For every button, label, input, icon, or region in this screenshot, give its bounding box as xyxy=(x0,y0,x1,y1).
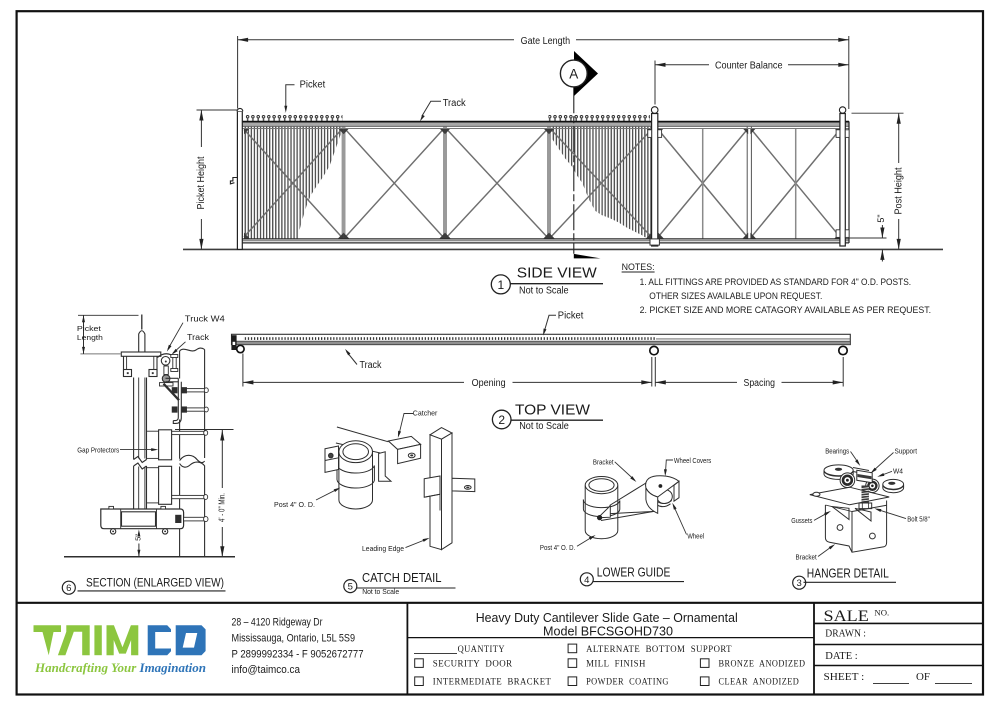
svg-text:MILL FINISH: MILL FINISH xyxy=(586,659,646,670)
svg-text:1. ALL FITTINGS ARE PROVIDED A: 1. ALL FITTINGS ARE PROVIDED AS STANDARD… xyxy=(640,277,912,288)
svg-text:Opening: Opening xyxy=(472,378,506,389)
svg-text:Gate Length: Gate Length xyxy=(521,36,571,47)
svg-text:Picket Height: Picket Height xyxy=(196,156,207,209)
svg-text:HANGER DETAIL: HANGER DETAIL xyxy=(807,566,889,581)
svg-text:Post Height: Post Height xyxy=(893,167,904,214)
svg-text:Track: Track xyxy=(360,360,383,371)
svg-text:Post 4" O. D.: Post 4" O. D. xyxy=(540,543,575,552)
svg-text:Catcher: Catcher xyxy=(413,409,438,418)
svg-text:Truck W4: Truck W4 xyxy=(185,314,226,323)
svg-text:Picket: Picket xyxy=(558,311,584,322)
svg-text:Picket: Picket xyxy=(77,324,102,333)
svg-text:Wheel: Wheel xyxy=(687,532,704,541)
svg-text:Track: Track xyxy=(443,98,467,109)
svg-text:Gussets: Gussets xyxy=(791,516,813,525)
svg-text:SALE: SALE xyxy=(824,608,869,625)
svg-text:W4: W4 xyxy=(893,466,903,475)
svg-text:Leading Edge: Leading Edge xyxy=(362,544,404,553)
svg-text:2: 2 xyxy=(498,413,505,427)
svg-text:4' - 0" Min.: 4' - 0" Min. xyxy=(217,493,226,522)
svg-text:OTHER SIZES AVAILABLE UPON REQ: OTHER SIZES AVAILABLE UPON REQUEST. xyxy=(649,291,822,302)
svg-text:QUANTITY: QUANTITY xyxy=(458,644,505,655)
svg-text:DATE :: DATE : xyxy=(825,651,857,662)
svg-text:Support: Support xyxy=(895,447,918,456)
svg-text:2. PICKET SIZE AND MORE CATAGO: 2. PICKET SIZE AND MORE CATAGORY AVAILAB… xyxy=(640,305,932,316)
svg-text:5": 5" xyxy=(876,214,886,222)
svg-text:Post 4" O. D.: Post 4" O. D. xyxy=(274,500,315,509)
svg-text:NO.: NO. xyxy=(874,608,889,617)
svg-text:Length: Length xyxy=(77,333,103,342)
svg-text:INTERMEDIATE BRACKET: INTERMEDIATE BRACKET xyxy=(433,676,552,687)
svg-text:1: 1 xyxy=(497,278,504,292)
svg-text:OF: OF xyxy=(916,672,930,683)
svg-text:Mississauga, Ontario, L5L 5S9: Mississauga, Ontario, L5L 5S9 xyxy=(232,633,356,645)
svg-text:SHEET :: SHEET : xyxy=(824,672,865,683)
svg-text:P 2899992334 - F 9052672777: P 2899992334 - F 9052672777 xyxy=(232,649,364,661)
svg-text:4: 4 xyxy=(584,575,589,586)
svg-text:TOP VIEW: TOP VIEW xyxy=(515,403,590,419)
svg-text:SECTION (ENLARGED VIEW): SECTION (ENLARGED VIEW) xyxy=(86,575,224,589)
svg-text:BRONZE ANODIZED: BRONZE ANODIZED xyxy=(719,659,806,670)
svg-text:ALTERNATE BOTTOM SUPPORT: ALTERNATE BOTTOM SUPPORT xyxy=(586,644,732,655)
svg-text:5": 5" xyxy=(133,534,142,541)
svg-text:CLEAR ANODIZED: CLEAR ANODIZED xyxy=(719,676,800,687)
svg-text:Bearings: Bearings xyxy=(825,447,849,456)
svg-text:Track: Track xyxy=(187,333,210,342)
svg-text:Bracket: Bracket xyxy=(796,553,817,562)
svg-text:Picket: Picket xyxy=(300,80,326,91)
svg-text:Spacing: Spacing xyxy=(744,378,776,389)
svg-text:Not to Scale: Not to Scale xyxy=(362,587,399,596)
svg-text:Model BFCSGOHD730: Model BFCSGOHD730 xyxy=(543,623,673,638)
svg-text:NOTES:: NOTES: xyxy=(622,262,655,273)
svg-text:DRAWN :: DRAWN : xyxy=(825,629,866,640)
svg-text:A: A xyxy=(569,67,578,82)
svg-text:6: 6 xyxy=(66,583,71,594)
svg-text:Handcrafting Your Imagination: Handcrafting Your Imagination xyxy=(34,660,206,675)
svg-text:LOWER GUIDE: LOWER GUIDE xyxy=(597,564,671,579)
svg-text:SECURITY DOOR: SECURITY DOOR xyxy=(433,659,513,670)
svg-text:CATCH DETAIL: CATCH DETAIL xyxy=(362,570,442,585)
svg-text:Bracket: Bracket xyxy=(593,457,614,466)
svg-text:POWDER COATING: POWDER COATING xyxy=(586,676,669,687)
svg-text:Wheel Covers: Wheel Covers xyxy=(674,456,712,465)
svg-text:Bolt 5/8": Bolt 5/8" xyxy=(907,515,930,524)
svg-text:Not to Scale: Not to Scale xyxy=(519,421,569,432)
svg-text:info@taimco.ca: info@taimco.ca xyxy=(232,664,301,676)
svg-text:5: 5 xyxy=(348,582,353,593)
svg-text:28 – 4120 Ridgeway Dr: 28 – 4120 Ridgeway Dr xyxy=(232,617,323,629)
svg-text:Heavy Duty Cantilever Slide Ga: Heavy Duty Cantilever Slide Gate – Ornam… xyxy=(476,610,738,625)
svg-text:Not to Scale: Not to Scale xyxy=(519,285,569,296)
svg-text:Counter Balance: Counter Balance xyxy=(715,60,783,71)
svg-text:SIDE VIEW: SIDE VIEW xyxy=(517,266,597,282)
svg-text:Gap Protectors: Gap Protectors xyxy=(77,446,119,455)
svg-text:3: 3 xyxy=(797,578,802,589)
